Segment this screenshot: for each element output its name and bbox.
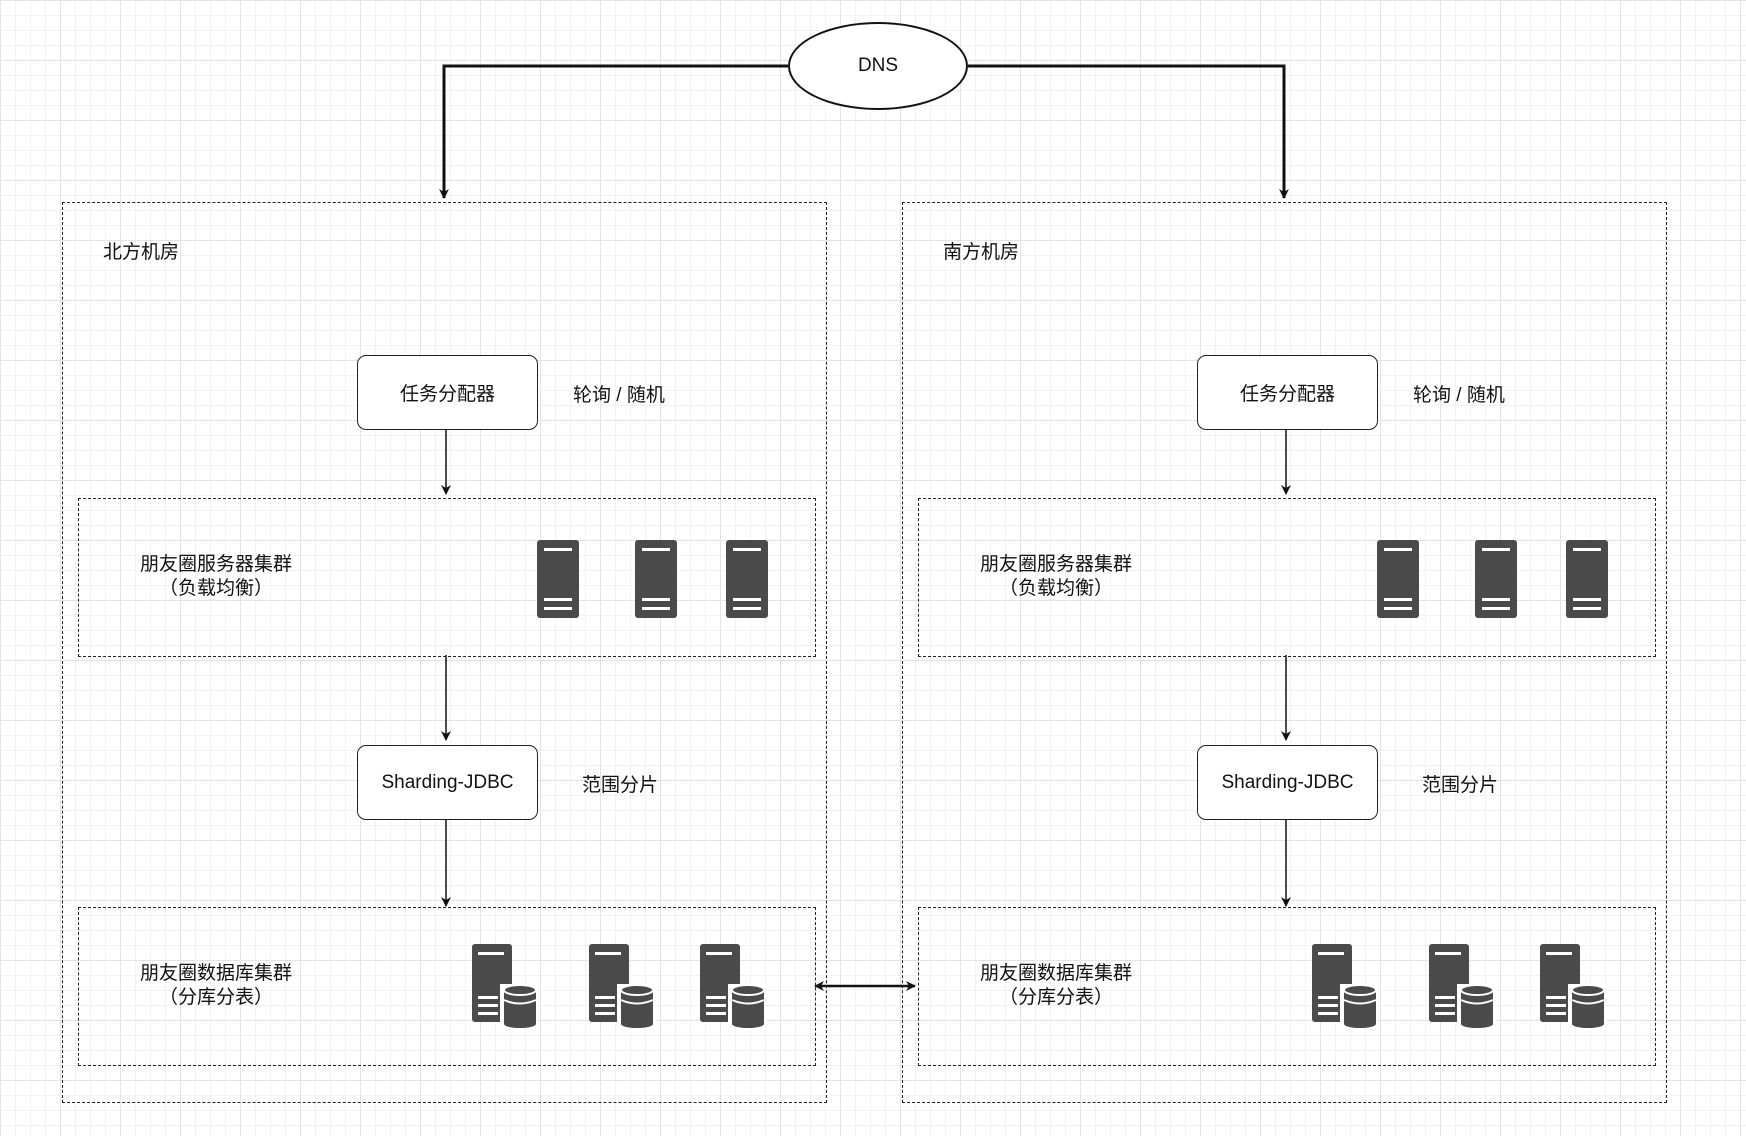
sharding-note: 范围分片 bbox=[582, 775, 659, 796]
task-dispatcher: 任务分配器 bbox=[357, 355, 538, 430]
task-dispatcher-label: 任务分配器 bbox=[399, 384, 495, 405]
dns-to-north-arrow bbox=[439, 64, 788, 199]
server-cluster: 朋友圈服务器集群 （负载均衡） bbox=[918, 498, 1656, 657]
server-cluster: 朋友圈服务器集群 （负载均衡） bbox=[78, 498, 816, 657]
task-dispatcher: 任务分配器 bbox=[1197, 355, 1378, 430]
server-icon bbox=[1377, 540, 1419, 618]
server-cluster-label: 朋友圈服务器集群 （负载均衡） bbox=[131, 553, 301, 601]
database-cluster: 朋友圈数据库集群 （分库分表） bbox=[918, 907, 1656, 1066]
room-south: 南方机房 任务分配器 轮询 / 随机 朋友圈服务器集群 （负载均衡） S bbox=[902, 202, 1667, 1103]
server-icon bbox=[635, 540, 677, 618]
database-cluster-title: 朋友圈数据库集群 bbox=[979, 963, 1132, 984]
server-cluster-label: 朋友圈服务器集群 （负载均衡） bbox=[971, 553, 1141, 601]
server-icon bbox=[726, 540, 768, 618]
database-cluster-label: 朋友圈数据库集群 （分库分表） bbox=[971, 962, 1141, 1010]
room-title: 南方机房 bbox=[943, 242, 1020, 263]
database-server-icon bbox=[1540, 944, 1606, 1028]
database-server-icon bbox=[700, 944, 766, 1028]
server-icon bbox=[537, 540, 579, 618]
server-cluster-title: 朋友圈服务器集群 bbox=[979, 554, 1132, 575]
dns-node: DNS bbox=[788, 22, 968, 110]
dispatcher-note: 轮询 / 随机 bbox=[1413, 385, 1505, 406]
server-cluster-subtitle: （负载均衡） bbox=[158, 578, 273, 599]
dns-to-south-arrow bbox=[968, 64, 1289, 199]
database-server-icon bbox=[472, 944, 538, 1028]
database-server-icon bbox=[1429, 944, 1495, 1028]
room-title: 北方机房 bbox=[103, 242, 180, 263]
sharding-jdbc-label: Sharding-JDBC bbox=[381, 771, 514, 793]
database-cluster-subtitle: （分库分表） bbox=[998, 987, 1113, 1008]
task-dispatcher-label: 任务分配器 bbox=[1239, 384, 1335, 405]
dispatcher-note: 轮询 / 随机 bbox=[573, 385, 665, 406]
database-cluster: 朋友圈数据库集群 （分库分表） bbox=[78, 907, 816, 1066]
database-cluster-label: 朋友圈数据库集群 （分库分表） bbox=[131, 962, 301, 1010]
dns-label: DNS bbox=[857, 55, 899, 76]
sharding-note: 范围分片 bbox=[1422, 775, 1499, 796]
server-icon bbox=[1566, 540, 1608, 618]
server-cluster-subtitle: （负载均衡） bbox=[998, 578, 1113, 599]
database-server-icon bbox=[1312, 944, 1378, 1028]
sharding-jdbc-node: Sharding-JDBC bbox=[1197, 745, 1378, 820]
database-cluster-subtitle: （分库分表） bbox=[158, 987, 273, 1008]
sharding-jdbc-label: Sharding-JDBC bbox=[1221, 771, 1354, 793]
database-cluster-title: 朋友圈数据库集群 bbox=[139, 963, 292, 984]
server-icon bbox=[1475, 540, 1517, 618]
sharding-jdbc-node: Sharding-JDBC bbox=[357, 745, 538, 820]
server-cluster-title: 朋友圈服务器集群 bbox=[139, 554, 292, 575]
database-server-icon bbox=[589, 944, 655, 1028]
room-north: 北方机房 任务分配器 轮询 / 随机 朋友圈服务器集群 （负载均衡） S bbox=[62, 202, 827, 1103]
